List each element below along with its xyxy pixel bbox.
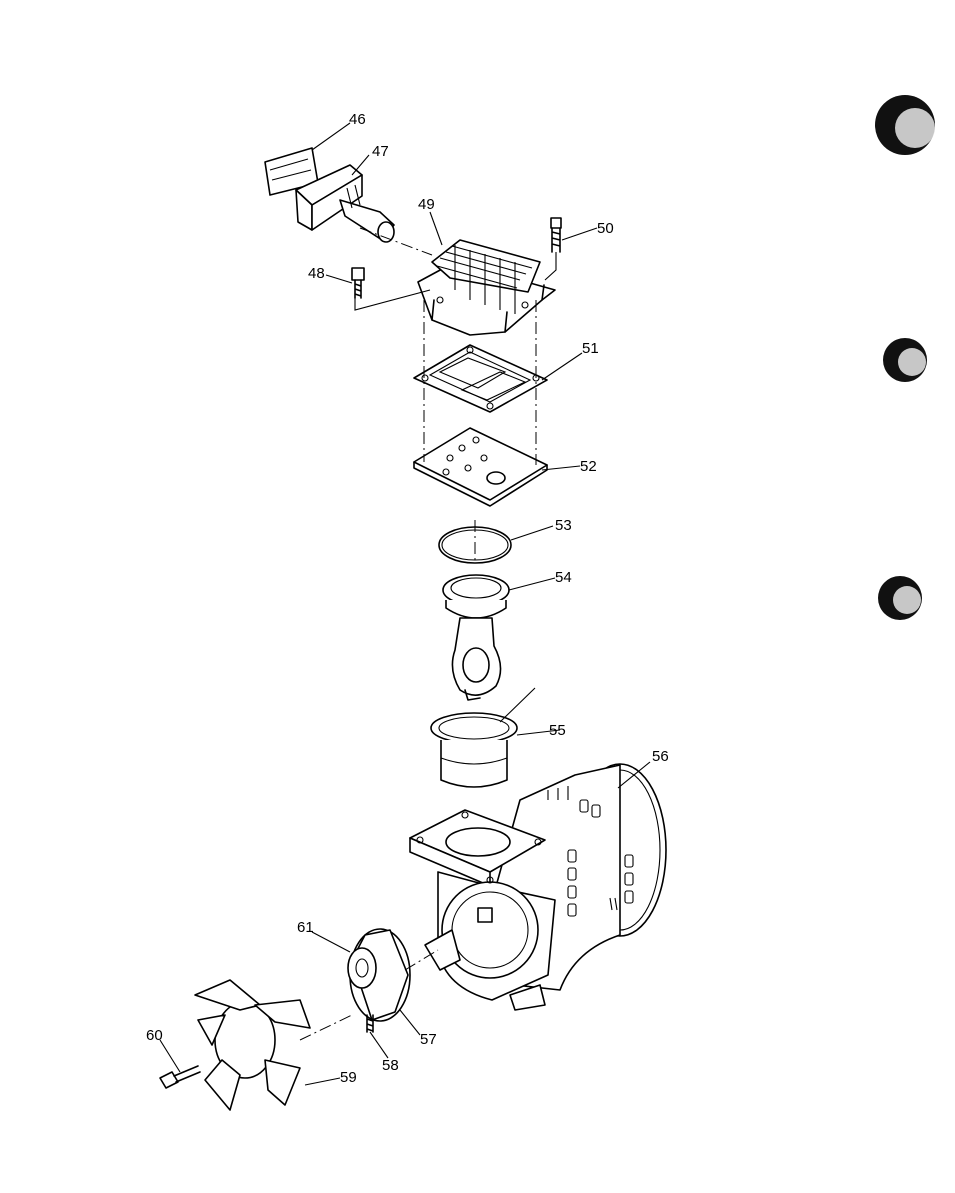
part-bearing: [431, 713, 517, 787]
callout-46: 46: [349, 111, 366, 128]
part-motor-crankcase: [410, 764, 666, 1010]
part-connecting-rod: [443, 575, 509, 700]
callout-61: 61: [297, 919, 314, 936]
callout-55: 55: [549, 722, 566, 739]
part-valve-plate: [414, 428, 547, 506]
callout-60: 60: [146, 1027, 163, 1044]
callout-48: 48: [308, 265, 325, 282]
callout-58: 58: [382, 1057, 399, 1074]
callout-53: 53: [555, 517, 572, 534]
part-head-bolt: [352, 268, 364, 298]
part-fan: [195, 980, 310, 1110]
part-pulley-hub: [348, 929, 410, 1021]
callout-51: 51: [582, 340, 599, 357]
callout-57: 57: [420, 1031, 437, 1048]
part-stud: [551, 218, 561, 252]
binder-holes: [875, 95, 935, 620]
callout-54: 54: [555, 569, 572, 586]
part-gasket: [414, 345, 547, 412]
callout-52: 52: [580, 458, 597, 475]
part-cylinder-head: [418, 240, 555, 335]
callout-49: 49: [418, 196, 435, 213]
callout-50: 50: [597, 220, 614, 237]
callout-47: 47: [372, 143, 389, 160]
part-fan-bolt: [160, 1066, 200, 1088]
callout-56: 56: [652, 748, 669, 765]
callout-59: 59: [340, 1069, 357, 1086]
